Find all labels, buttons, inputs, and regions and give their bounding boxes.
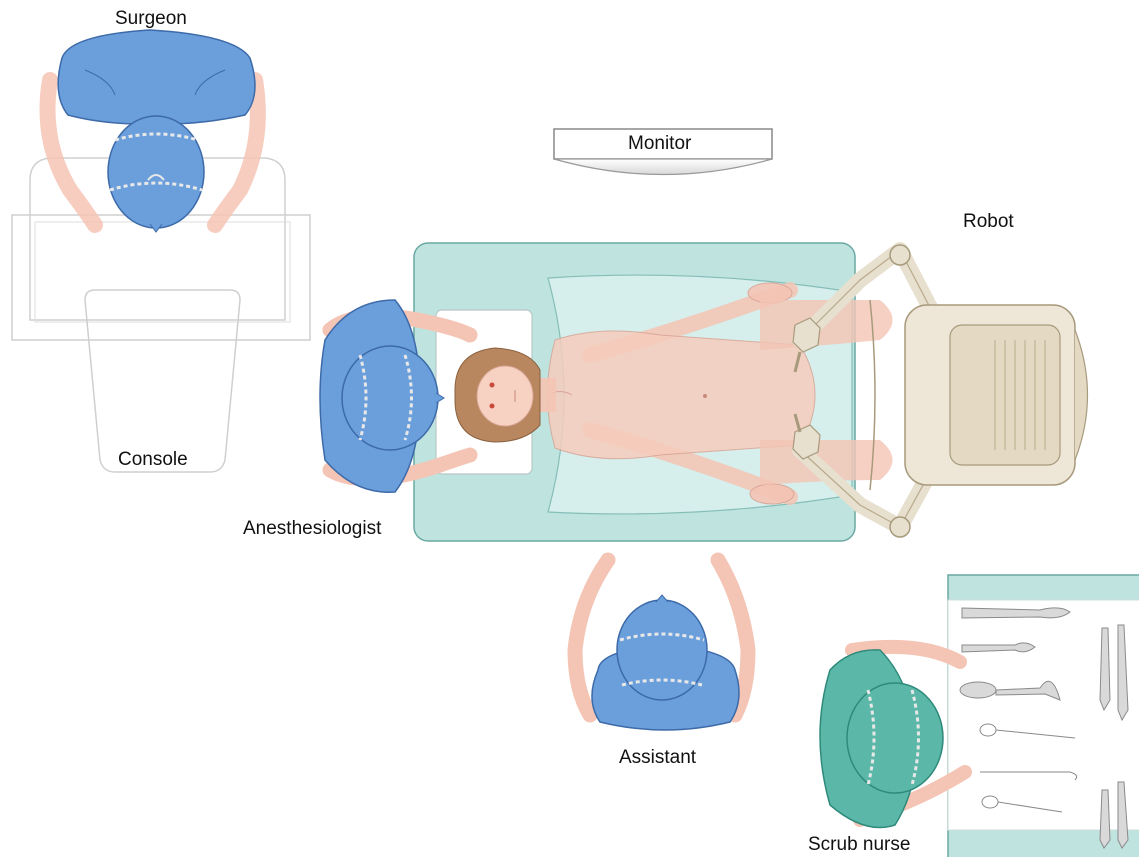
assistant-label: Assistant bbox=[619, 747, 696, 769]
console-label: Console bbox=[118, 449, 188, 471]
surgeon-label: Surgeon bbox=[115, 8, 187, 30]
anesthesiologist-label: Anesthesiologist bbox=[243, 518, 381, 540]
surgeon-figure bbox=[48, 30, 258, 232]
robot-label: Robot bbox=[963, 211, 1014, 233]
monitor-label: Monitor bbox=[628, 133, 691, 155]
scrub-nurse-label: Scrub nurse bbox=[808, 834, 910, 856]
instrument-tray bbox=[948, 575, 1139, 857]
scrub-nurse-figure bbox=[820, 647, 965, 828]
assistant-figure bbox=[575, 560, 748, 730]
